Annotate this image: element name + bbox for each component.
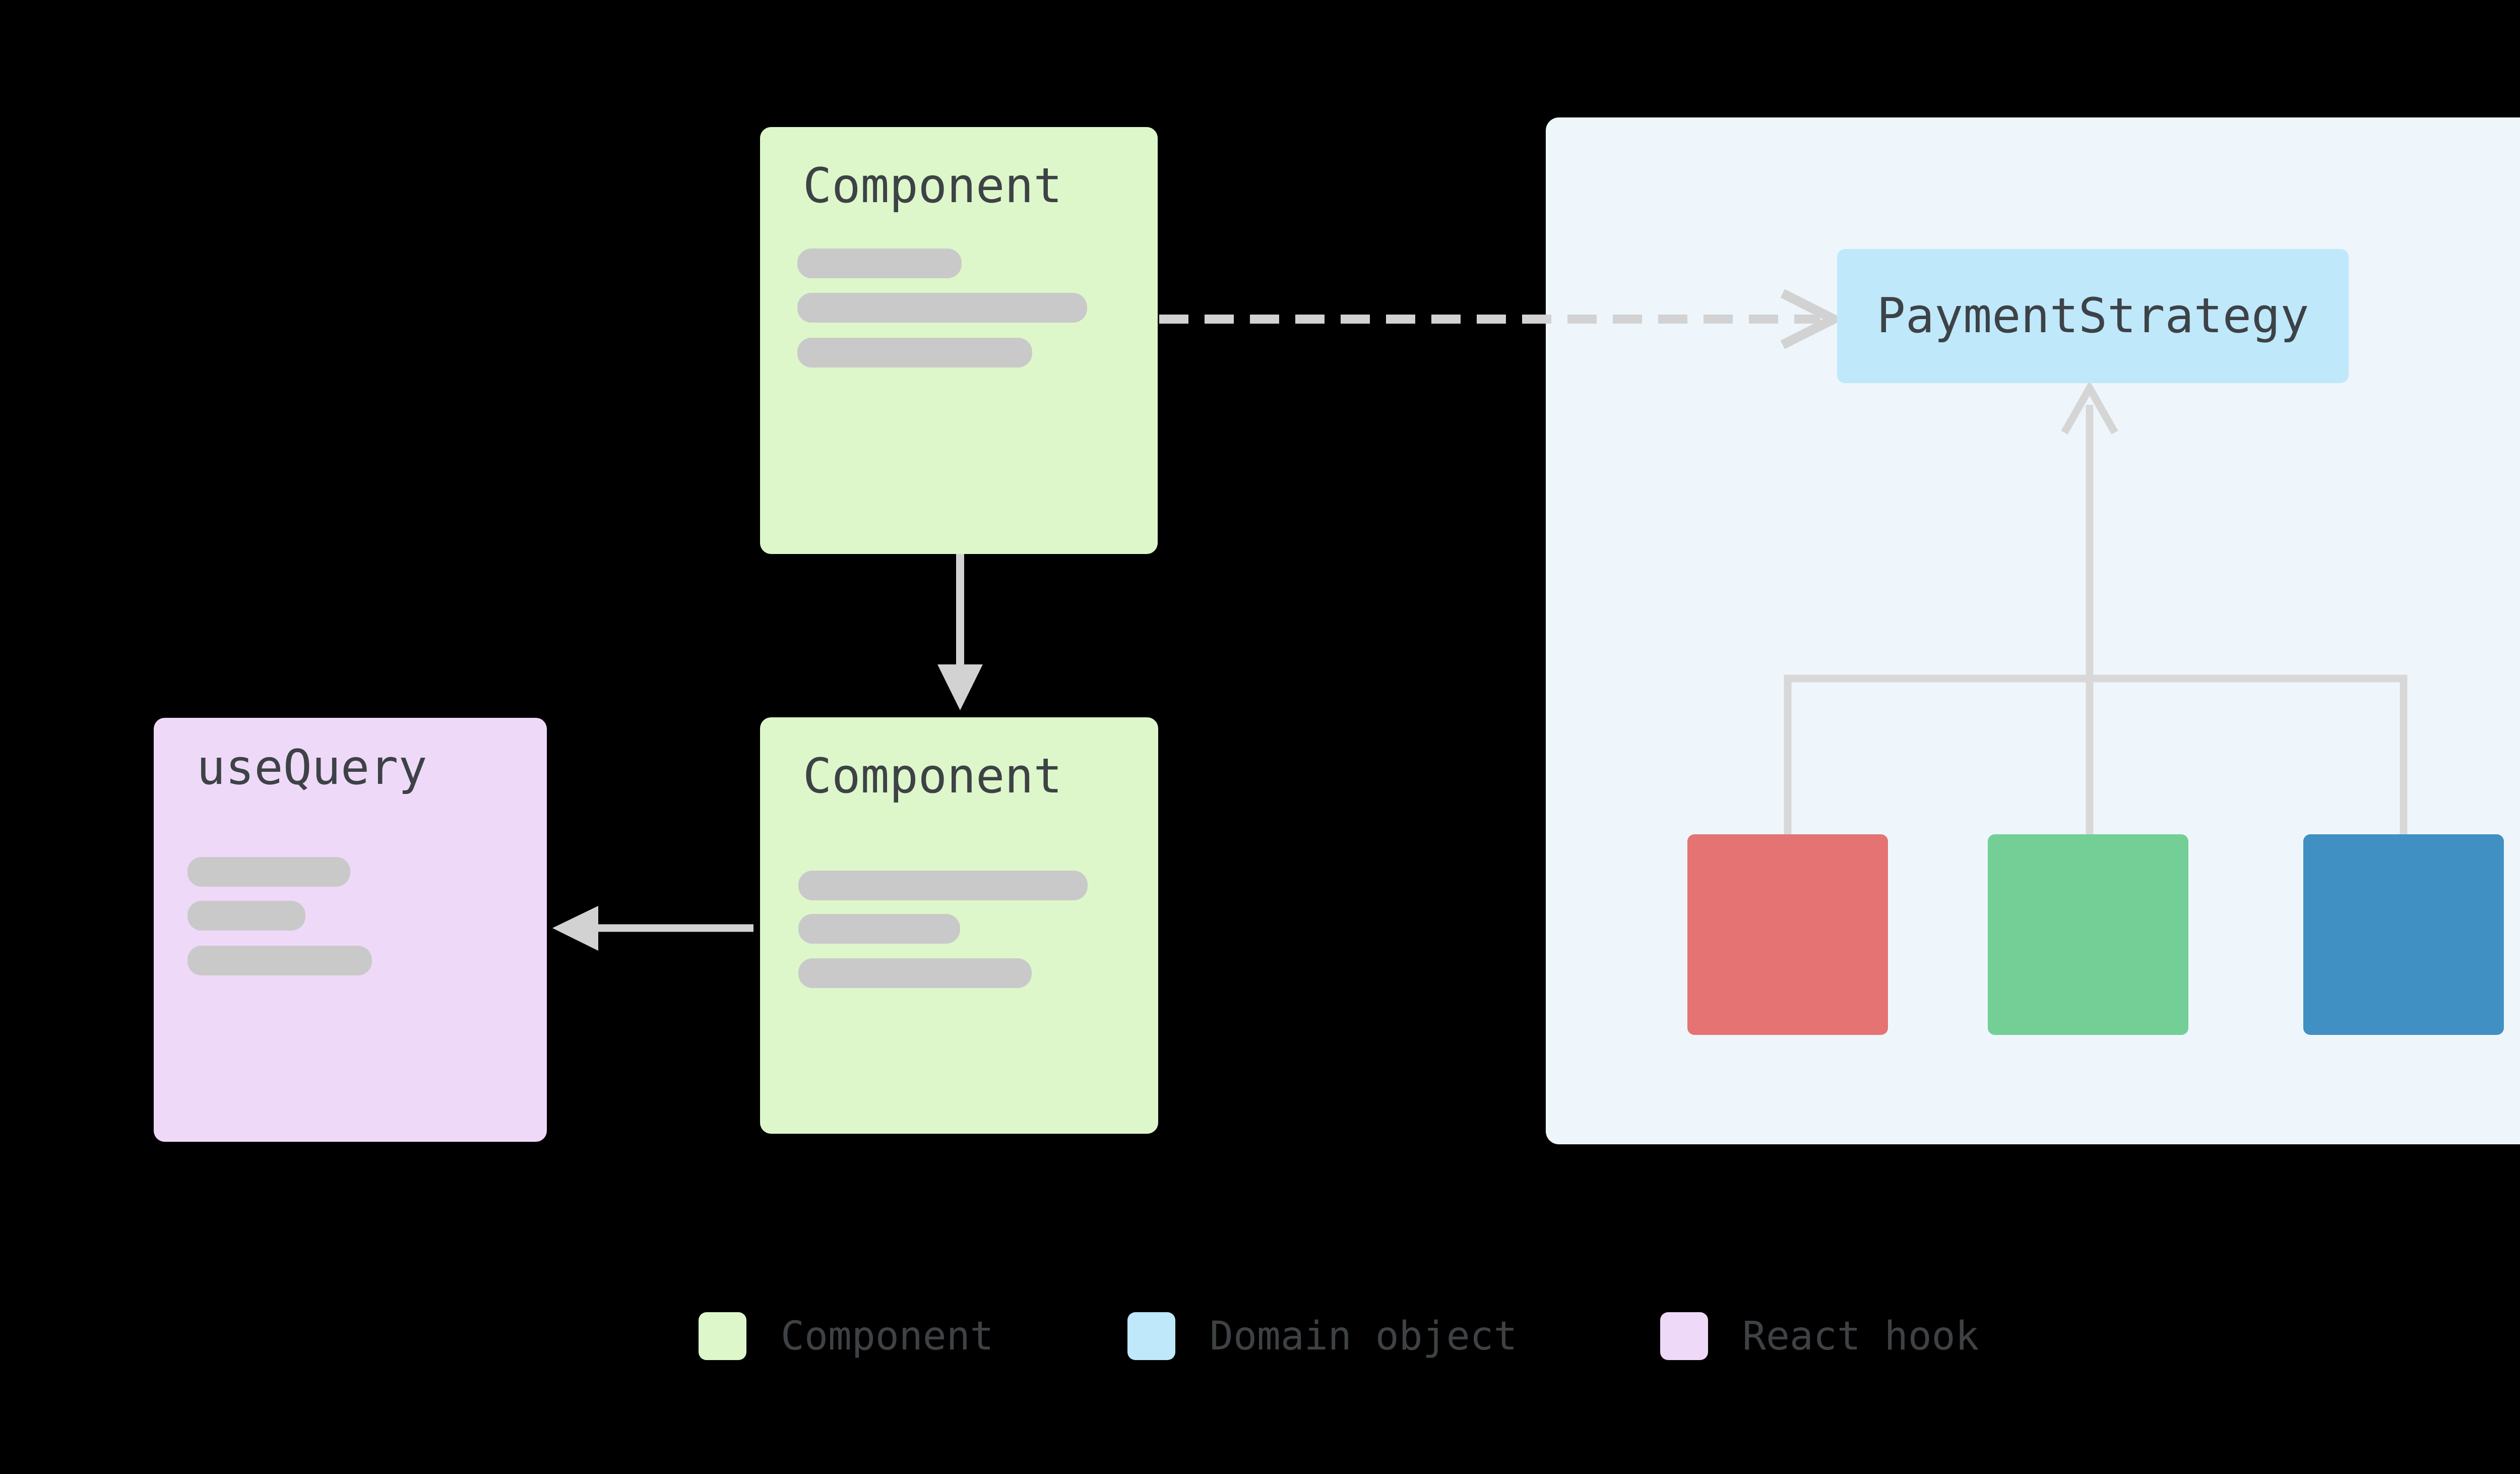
node-title: useQuery	[197, 740, 427, 795]
skeleton-bar	[797, 338, 1032, 367]
down-arrowhead-icon	[937, 664, 983, 710]
skeleton-bar	[187, 857, 350, 887]
strategy-square-green	[1988, 834, 2188, 1035]
node-title: Component	[803, 749, 1062, 804]
legend-label: React hook	[1742, 1313, 1979, 1359]
node-component-bottom: Component	[760, 717, 1158, 1134]
skeleton-bar	[798, 914, 960, 944]
node-title: PaymentStrategy	[1876, 288, 2309, 344]
skeleton-bar	[798, 871, 1088, 900]
strategy-square-blue	[2303, 834, 2504, 1035]
node-use-query: useQuery	[154, 718, 547, 1142]
legend-item-component: Component	[699, 1312, 994, 1360]
skeleton-bar	[187, 946, 372, 975]
strategy-square-red	[1687, 834, 1888, 1035]
node-payment-strategy: PaymentStrategy	[1837, 249, 2349, 383]
legend-label: Domain object	[1210, 1313, 1518, 1359]
skeleton-bar	[798, 958, 1032, 988]
legend-swatch-react-hook	[1660, 1312, 1708, 1360]
skeleton-bar	[797, 249, 962, 278]
legend-label: Component	[781, 1313, 994, 1359]
legend-swatch-component	[699, 1312, 746, 1360]
legend-item-react-hook: React hook	[1660, 1312, 1979, 1360]
legend-swatch-domain-object	[1127, 1312, 1175, 1360]
node-title: Component	[803, 158, 1062, 214]
left-arrowhead-icon	[552, 906, 598, 951]
node-component-top: Component	[760, 127, 1158, 554]
legend-item-domain-object: Domain object	[1127, 1312, 1517, 1360]
skeleton-bar	[187, 901, 305, 931]
skeleton-bar	[797, 293, 1087, 323]
